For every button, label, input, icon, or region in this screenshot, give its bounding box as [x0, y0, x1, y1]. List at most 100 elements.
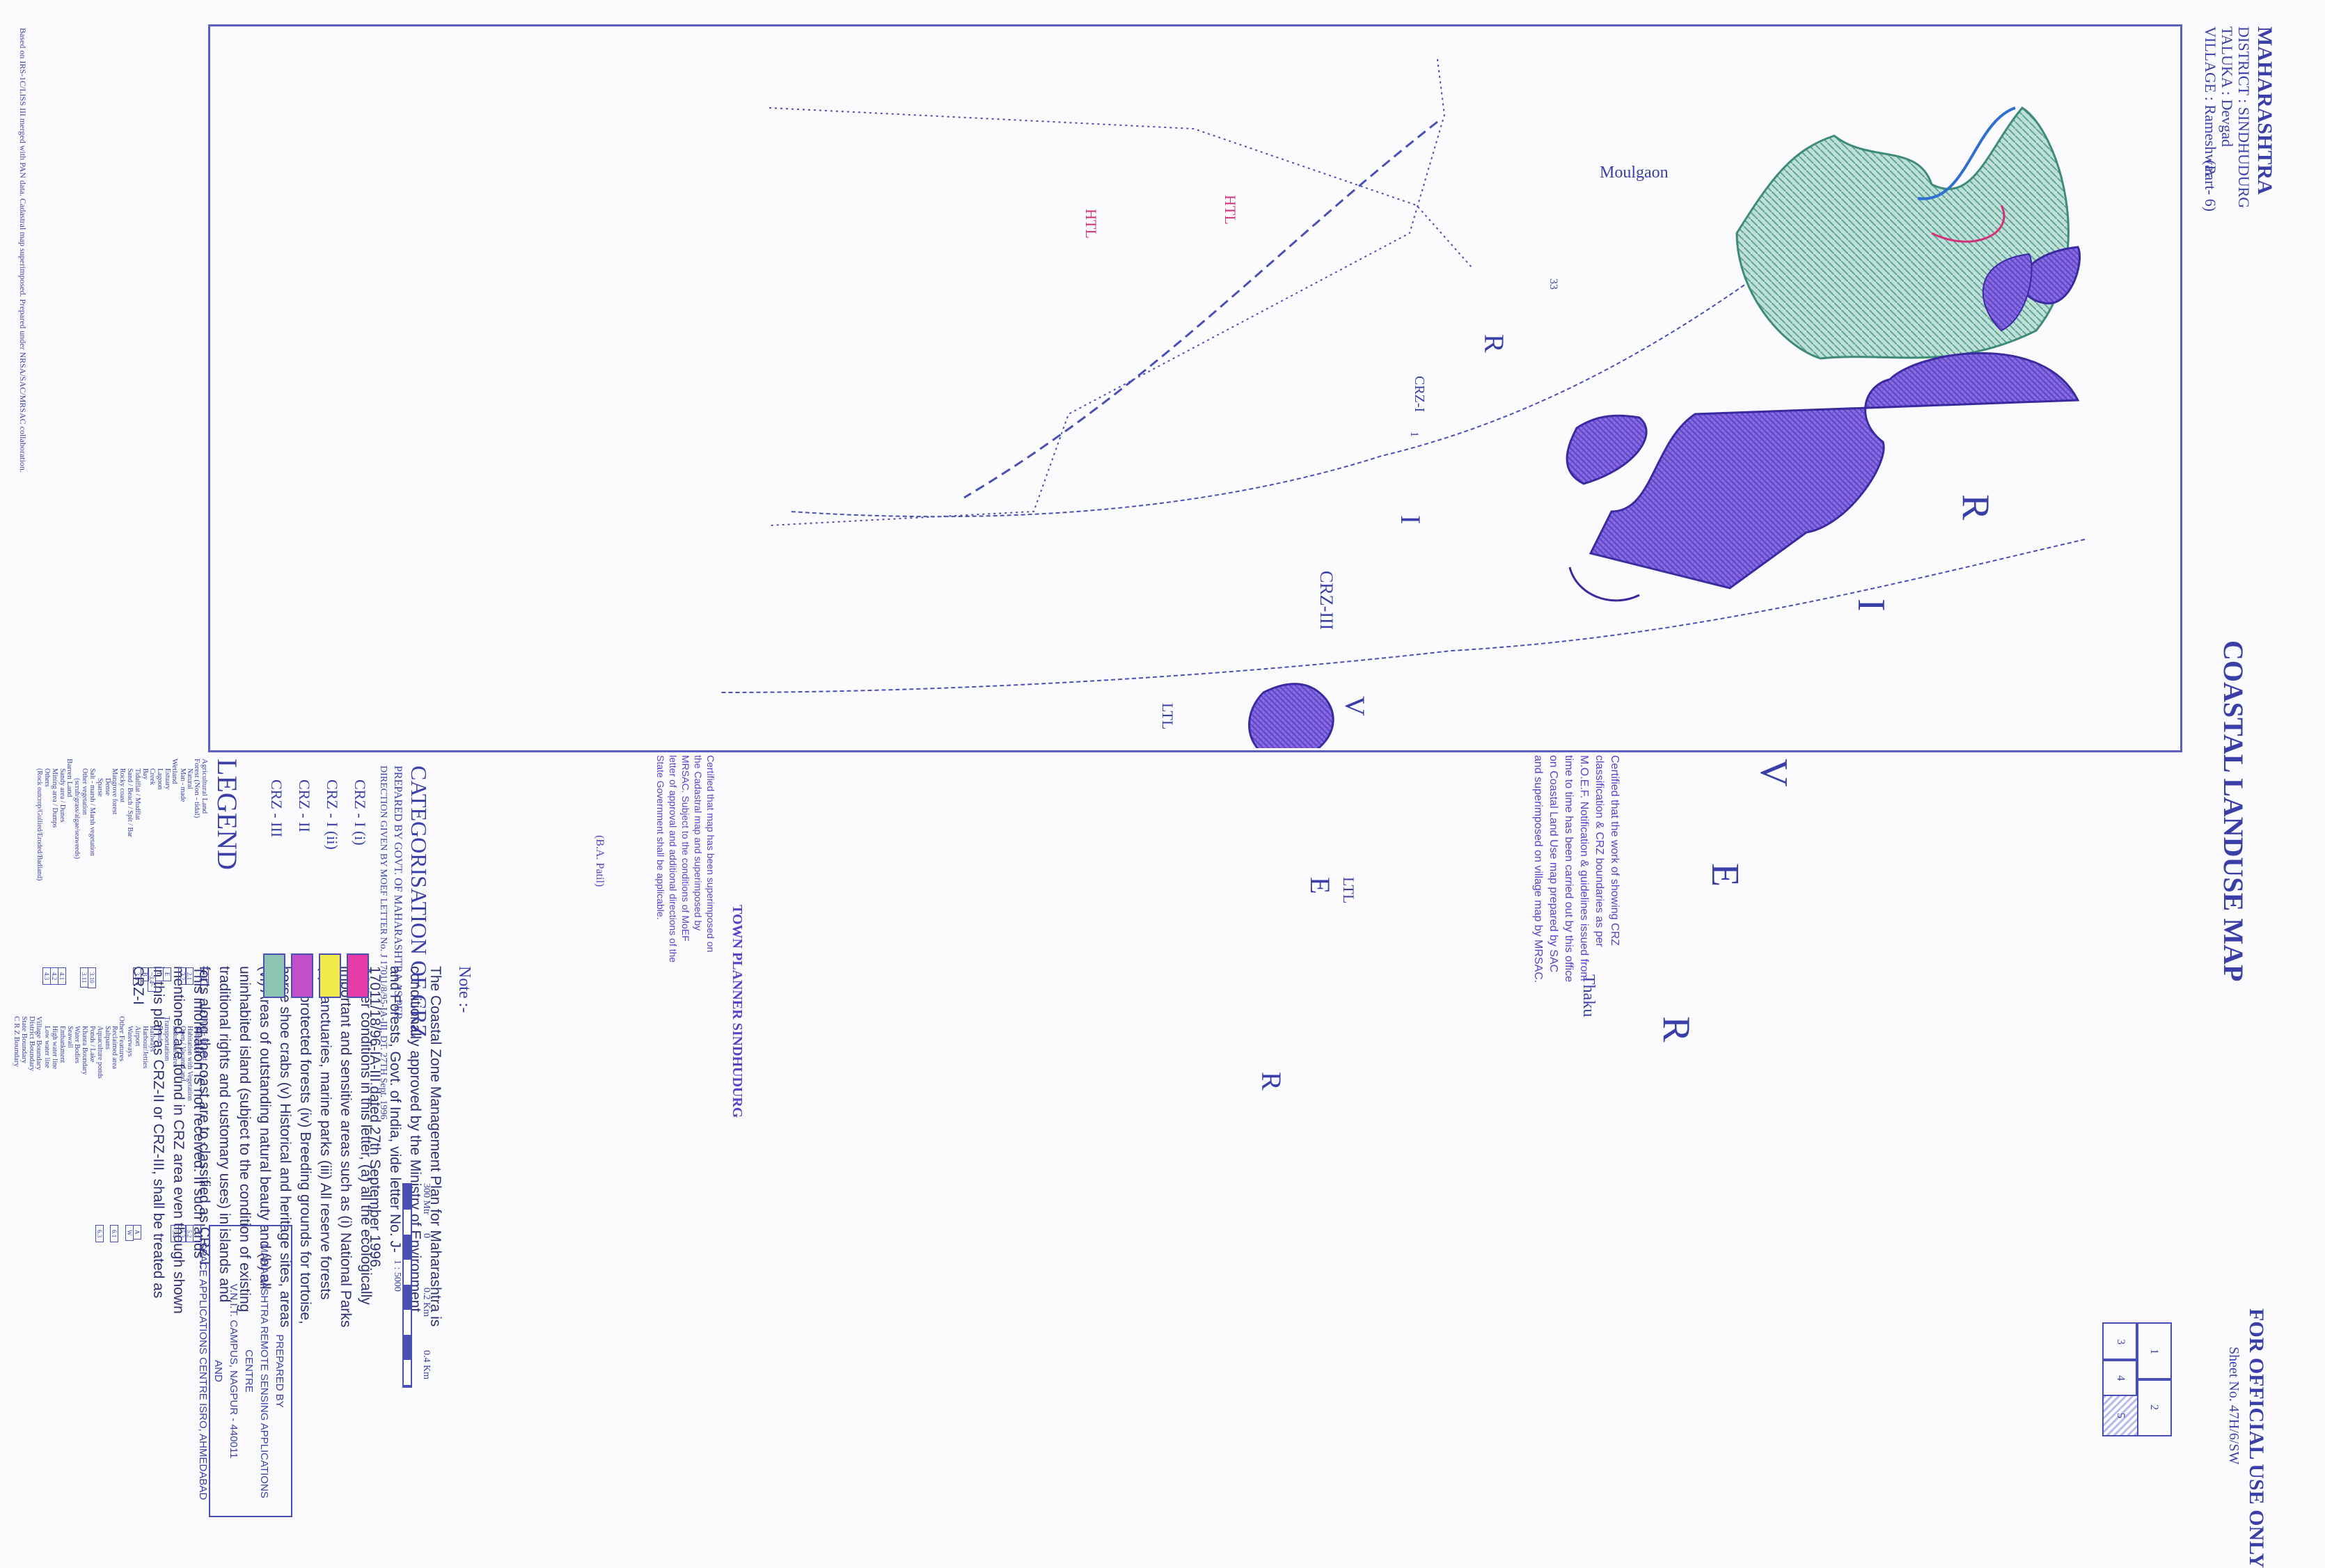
legend-label: Transportation: [163, 1016, 171, 1061]
mangrove-tongue: [1917, 106, 2016, 200]
legend-code-swatch: W: [125, 1225, 134, 1241]
legend-row: Transportation: [163, 1016, 171, 1061]
legend-label: Saltpans: [103, 1026, 111, 1050]
ltl-label: LTL: [1340, 877, 1357, 904]
river-letter-inner: E: [1305, 877, 1336, 894]
crz-category-label: CRZ - I (i): [352, 779, 369, 846]
signature: (B.A. Patil): [594, 835, 606, 887]
legend-label: Sand / Beach / Spit / Bar: [126, 768, 134, 837]
legend-code-swatch: 4.3: [42, 967, 52, 985]
prepared-by-line: MAHARASHTRA REMOTE SENSING APPLICATIONS …: [243, 1244, 270, 1498]
legend-code-swatch: 3.5: [132, 967, 141, 985]
legend-row: Rocky coast: [118, 768, 126, 802]
legend-label: Tidalflat / Mudflat: [133, 768, 141, 821]
legend-label: Built - up land: [200, 1016, 209, 1061]
legend-row: Sand / Beach / Spit / Bar: [126, 768, 134, 837]
legend-row: Aquaculture ponds: [96, 1026, 104, 1079]
legend-row: Dense: [104, 778, 111, 795]
river-letter: I: [1850, 599, 1893, 612]
legend-row: Bay: [141, 768, 149, 779]
legend-row: Other Features: [118, 1016, 126, 1061]
legend-row: Saltpans: [104, 1026, 111, 1050]
legend-row: Man - made: [179, 768, 187, 802]
legend-label: Water Bodies: [73, 1026, 81, 1063]
legend-label: Habitation: [194, 1026, 202, 1056]
sheet-index-grid: 1 2 3 4 5: [2102, 1322, 2172, 1436]
crz-title: CATEGORISATION OF CRZ: [407, 766, 432, 1038]
legend-label: Roads: [156, 1026, 164, 1043]
legend-code-swatch: B: [140, 967, 149, 982]
legend-label: Habitation with Vegetation: [186, 1026, 194, 1101]
crz-category-label: CRZ - II: [296, 779, 313, 832]
legend-row: Barren Land: [65, 759, 74, 797]
legend-row: Harbour/Jetties: [141, 1026, 149, 1068]
note-title: Note :-: [455, 966, 473, 1013]
legend-label: Reclaimed area: [111, 1026, 119, 1069]
legend-row: Low water line: [43, 1026, 51, 1068]
scale-mid: 0.2 Km: [421, 1288, 432, 1317]
river-letter-inner: R: [1479, 334, 1510, 353]
legend-row: Village Boundary: [35, 1016, 43, 1070]
htl-label: HTL: [1082, 209, 1100, 239]
index-cell: 4: [2102, 1359, 2138, 1397]
legend-row: Khasra Boundary: [81, 1026, 88, 1075]
legend-label: Railways: [148, 1026, 157, 1052]
legend-label: Sandy area / Dunes: [58, 768, 66, 823]
legend-title: LEGEND: [212, 759, 243, 870]
legend-row: Natural: [186, 768, 194, 789]
legend-code-swatch: A: [132, 1225, 141, 1240]
legend-label: C R Z Boundary: [13, 1016, 21, 1068]
prepared-by-box: PREPARED BY MAHARASHTRA REMOTE SENSING A…: [197, 1225, 292, 1517]
index-cell: 1: [2136, 1322, 2172, 1381]
hatched-area-middle: [1566, 414, 1648, 485]
index-cell: 3: [2102, 1322, 2138, 1361]
parcel-number: 1: [1408, 431, 1420, 437]
legend-row: Forest (Non - tidal): [193, 759, 201, 818]
legend-label: (Rock outcrop/Gullied/Eroded/Badland): [36, 768, 44, 881]
legend-label: Aquaculture ponds: [95, 1026, 104, 1079]
legend-row: Built - up land: [200, 1016, 209, 1061]
footer-text: Based on IRS-1C/LISS III merged with PAN…: [18, 28, 28, 473]
prepared-by-line: SPACE APPLICATIONS CENTRE ISRO, AHMEDABA…: [197, 1242, 209, 1500]
legend-code-swatch: 4.1: [57, 967, 66, 985]
place-moulgaon: Moulgaon: [1600, 164, 1669, 182]
legend-code-swatch: ~3.4~: [148, 967, 157, 992]
river-letter-inner: I: [1395, 515, 1426, 525]
legend-row: District Boundary: [28, 1016, 36, 1071]
legend-row: Water Bodies: [73, 1026, 81, 1063]
legend-row: Airport: [134, 1026, 141, 1046]
legend-code-swatch: 2.2: [178, 967, 187, 985]
crz-direction: DIRECTION GIVEN BY MOEF LETTER No. J 170…: [378, 766, 388, 1120]
crz-boundary: [963, 120, 1438, 499]
legend-code-swatch: L: [155, 967, 164, 981]
legend-label: District Boundary: [27, 1016, 36, 1072]
legend-row: Industrial Area: [171, 1026, 179, 1068]
legend-label: Village Boundary: [35, 1016, 44, 1070]
district-name: DISTRICT : SINDHUDURG: [2235, 26, 2253, 209]
legend-row: Lagoon: [156, 768, 164, 790]
legend-row: Open / Vacant Land: [179, 1026, 187, 1082]
legend-label: Agricultural Land: [200, 759, 209, 814]
state-name: MAHARASHTRA: [2253, 26, 2276, 195]
legend-row: Sparse: [96, 778, 104, 797]
legend-label: State Boundary: [19, 1016, 29, 1064]
legend-label: Rocky coast: [118, 768, 127, 803]
legend-label: Others: [43, 768, 52, 787]
official-use: FOR OFFICIAL USE ONLY: [2245, 1308, 2268, 1568]
legend-row: Estuary: [164, 768, 171, 790]
legend-label: Wetland: [170, 759, 179, 784]
legend-code-swatch: 6.1: [110, 1225, 119, 1243]
river-letter-inner: R: [1256, 1072, 1287, 1091]
prepared-by-line: PREPARED BY: [274, 1334, 285, 1408]
legend-label: Forest (Non - tidal): [193, 759, 202, 818]
hatched-area-strip: [1982, 253, 2033, 332]
htl-line: [1931, 205, 2005, 243]
town-planner-stamp: TOWN PLANNER SINDHUDURG: [730, 905, 745, 1118]
legend-row: High water line: [51, 1026, 58, 1069]
scale-left: 300 Mtr: [421, 1183, 432, 1215]
river-letter: R: [1655, 1016, 1698, 1043]
part-label: (Part- 6): [2202, 160, 2219, 212]
prepared-by-line: AND: [212, 1360, 224, 1382]
legend-row: Roads: [156, 1026, 164, 1043]
